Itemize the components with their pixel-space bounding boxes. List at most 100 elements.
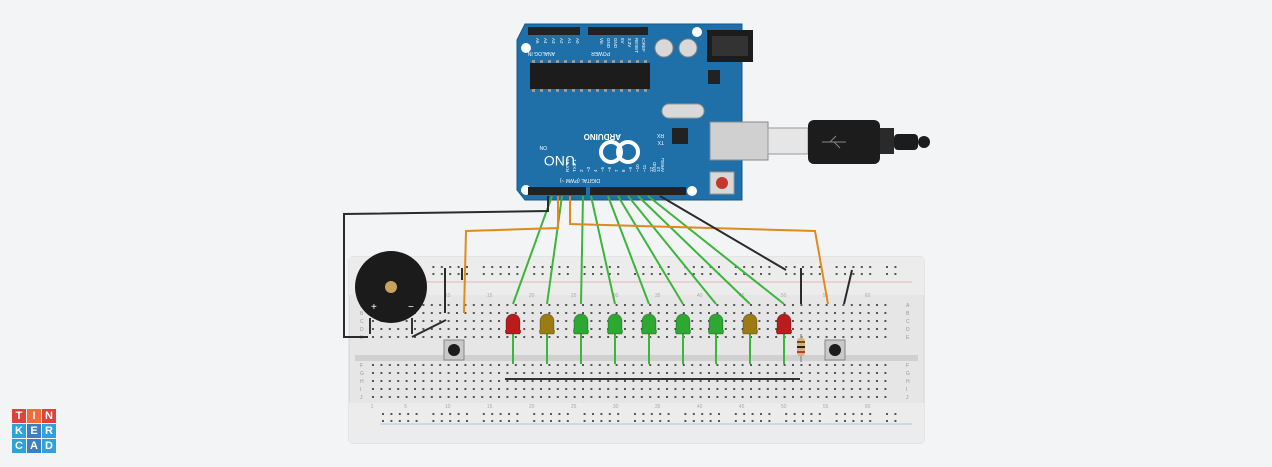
row-letter: H <box>360 379 364 385</box>
column-number: 25 <box>571 404 577 410</box>
column-number: 55 <box>823 404 829 410</box>
led-signal-wire[interactable] <box>627 195 717 305</box>
led-signal-wire[interactable] <box>617 195 684 305</box>
reset-button[interactable] <box>716 177 728 189</box>
column-number: 40 <box>697 293 703 299</box>
wires[interactable] <box>343 195 853 380</box>
right-button-wire[interactable] <box>569 196 829 305</box>
row-letter: C <box>906 319 910 325</box>
analog-pin-label: A2 <box>559 38 564 44</box>
column-number: 35 <box>655 404 661 410</box>
analog-pin-label: A4 <box>543 38 548 44</box>
row-letter: I <box>906 387 907 393</box>
column-number: 50 <box>781 293 787 299</box>
column-number: 15 <box>487 404 493 410</box>
pushbutton-left[interactable] <box>443 339 465 361</box>
digital-pin-label: TX►1 <box>572 159 577 172</box>
svg-text:−: − <box>408 302 414 313</box>
led-green[interactable] <box>573 313 589 335</box>
column-number: 5 <box>404 404 407 410</box>
breadboard[interactable]: AABBCCDDEEFFGGHHIIJJ11551010151520202525… <box>348 256 925 444</box>
led-signal-wire[interactable] <box>647 195 785 305</box>
digital-pin-label: ~9 <box>628 166 633 172</box>
row-letter: C <box>360 319 364 325</box>
column-number: 20 <box>529 293 535 299</box>
column-number: 30 <box>613 293 619 299</box>
board-brand-label: ARDUINO <box>584 132 621 141</box>
pin-labels: 1312~11~10~987~6~54~32TX►1RX◄0IOREFRESET… <box>535 38 665 172</box>
power-pin-label: IOREF <box>641 38 646 52</box>
digital-pin-label: 13 <box>656 166 661 172</box>
piezo-buzzer[interactable]: + − <box>355 251 427 334</box>
power-pin-label: RESET <box>634 38 639 53</box>
row-letter: A <box>906 303 910 309</box>
resistor[interactable] <box>797 334 805 362</box>
digital-pin-label: 2 <box>579 169 584 172</box>
digital-pin-label: ~3 <box>586 166 591 172</box>
logo-cell: D <box>42 439 56 453</box>
led-green[interactable] <box>607 313 623 335</box>
analog-pin-label: A5 <box>535 38 540 44</box>
row-letter: H <box>906 379 910 385</box>
power-pin-label: 5V <box>620 38 625 44</box>
led-signal-wire[interactable] <box>590 195 616 305</box>
digital-pin-label: ~6 <box>607 166 612 172</box>
led-signal-wire[interactable] <box>607 195 650 305</box>
digital-header-label: DIGITAL (PWM ~) <box>560 177 600 183</box>
row-letter: G <box>360 371 364 377</box>
led-green[interactable] <box>675 313 691 335</box>
led-signal-wire[interactable] <box>580 195 584 305</box>
analog-header-label: ANALOG IN <box>527 50 555 56</box>
arduino-logo-icon <box>599 140 640 164</box>
power-pin-label: GND <box>613 38 618 49</box>
digital-pin-label: 4 <box>593 169 598 172</box>
row-letter: J <box>360 395 363 401</box>
led-red[interactable] <box>505 313 521 335</box>
column-number: 10 <box>445 404 451 410</box>
digital-pin-label: ~10 <box>635 164 640 172</box>
column-number: 15 <box>487 293 493 299</box>
analog-pin-label: A3 <box>551 38 556 44</box>
row-letter: E <box>906 335 910 341</box>
row-letter: D <box>906 327 910 333</box>
pushbutton-right[interactable] <box>824 339 846 361</box>
led-yellow[interactable] <box>539 313 555 335</box>
led-green[interactable] <box>641 313 657 335</box>
svg-text:+: + <box>371 302 377 313</box>
logo-cell: E <box>27 424 41 438</box>
ground-rail-wire[interactable] <box>659 195 787 271</box>
row-letter: J <box>906 395 909 401</box>
digital-pin-label: RX◄0 <box>565 158 570 172</box>
analog-pin-label: A0 <box>575 38 580 44</box>
rail-jumper[interactable] <box>843 269 853 305</box>
logo-cell: N <box>42 409 56 423</box>
led-yellow[interactable] <box>742 313 758 335</box>
digital-pin-label: 7 <box>614 169 619 172</box>
power-pin-label: 3.3V <box>627 38 632 47</box>
left-button-wire[interactable] <box>463 196 559 314</box>
gnd-pin-label: GND <box>652 161 657 172</box>
row-letter: F <box>906 363 909 369</box>
led-signal-wire[interactable] <box>637 195 751 305</box>
led-group[interactable] <box>505 313 792 335</box>
logo-cell: C <box>12 439 26 453</box>
logo-cell: T <box>12 409 26 423</box>
usb-cable[interactable] <box>767 120 930 164</box>
buzzer-ground-wire[interactable] <box>343 196 549 338</box>
rx-label: RX <box>656 132 664 138</box>
led-red[interactable] <box>776 313 792 335</box>
row-letter: B <box>360 311 364 317</box>
led-signal-wire[interactable] <box>546 195 563 305</box>
usb-icon <box>822 135 846 149</box>
l-led-label: L <box>661 156 664 162</box>
arduino-uno-board[interactable] <box>516 23 769 201</box>
power-pin-label: Vin <box>599 38 604 45</box>
column-number: 50 <box>781 404 787 410</box>
led-signal-wire[interactable] <box>512 195 553 305</box>
led-green[interactable] <box>708 313 724 335</box>
row-letter: I <box>360 387 361 393</box>
column-number: 60 <box>865 293 871 299</box>
column-number: 45 <box>739 404 745 410</box>
buzzer-button-jumper[interactable] <box>411 319 447 338</box>
